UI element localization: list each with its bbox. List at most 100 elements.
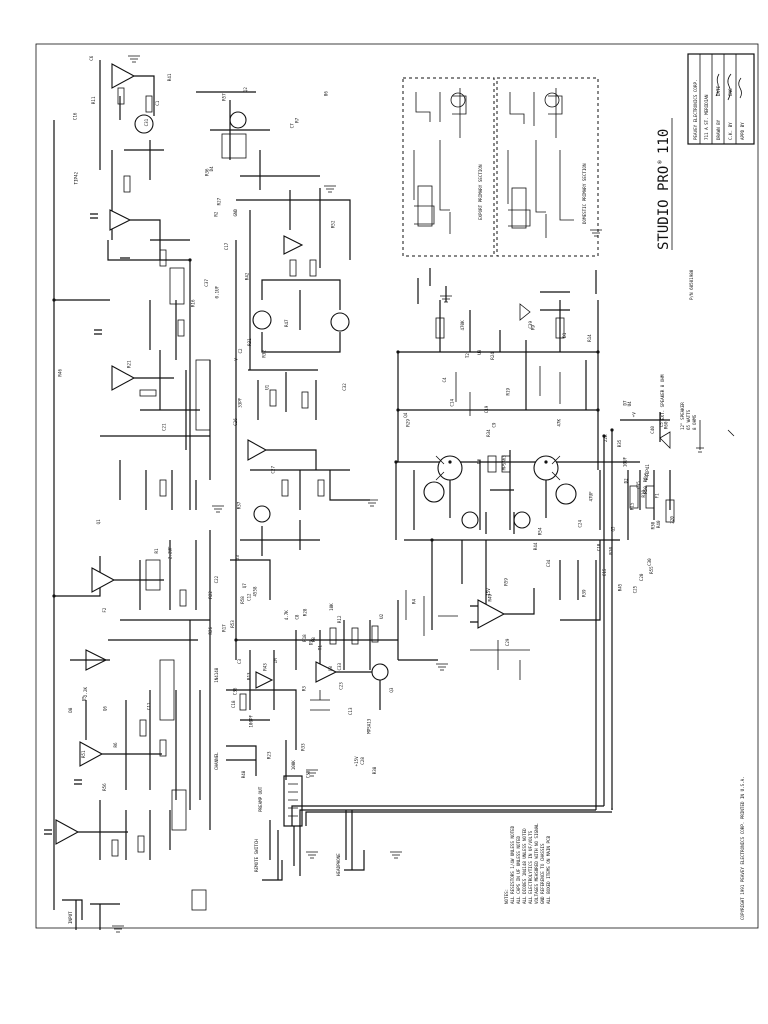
- component-label: -V: [234, 358, 239, 364]
- component-label: T2: [465, 353, 470, 359]
- component-label: R24: [490, 352, 495, 360]
- component-label: R6: [113, 742, 118, 748]
- component-label: C4: [442, 377, 447, 383]
- component-label: R15: [630, 502, 635, 510]
- title-address: 711 A ST. MERIDIAN: [704, 94, 709, 140]
- component-label: R12: [337, 615, 342, 623]
- component-label: Q5: [611, 526, 616, 532]
- component-label: C33: [337, 662, 342, 670]
- component-label: C5: [659, 422, 664, 428]
- component-label: R57: [221, 93, 226, 101]
- jack-ext-speaker-label: EXT. SPEAKER 8 OHM: [660, 374, 665, 420]
- component-label: C11: [146, 702, 151, 710]
- component-label: C35: [636, 481, 641, 489]
- note-7: ALL BOXED ITEMS ON MAIN PCB: [546, 835, 551, 904]
- junction-dots: [52, 258, 614, 642]
- component-label: MPSA63: [502, 455, 507, 471]
- component-label: R14: [587, 334, 592, 342]
- component-label: R23: [267, 751, 272, 759]
- component-label: GND: [233, 208, 238, 216]
- component-label: +V: [631, 412, 636, 418]
- component-label: C26: [233, 418, 238, 426]
- component-label: 100PF: [248, 715, 253, 728]
- component-label: R42: [245, 272, 250, 280]
- component-label: R40: [656, 520, 661, 528]
- component-label: R52: [330, 220, 335, 228]
- component-label: 220: [670, 516, 675, 524]
- component-label: 470K: [460, 320, 465, 331]
- note-0: NOTES:: [504, 889, 509, 904]
- component-label: R60: [664, 421, 669, 429]
- component-label: D8: [68, 707, 73, 713]
- component-label: R11: [91, 96, 96, 104]
- component-label: C30: [647, 558, 652, 566]
- component-label: 0.1UF: [215, 285, 220, 298]
- component-label: C40: [650, 426, 655, 434]
- component-label: R26: [208, 626, 213, 634]
- component-label: C22: [214, 575, 219, 583]
- product-registered: ®: [657, 160, 664, 164]
- component-label: +15V: [354, 756, 359, 767]
- component-label: 4.7K: [284, 610, 289, 621]
- component-label: C8: [295, 614, 300, 620]
- component-label: R4: [412, 598, 417, 604]
- component-label: U4: [627, 401, 632, 407]
- part-number: P/N 60501980: [689, 269, 694, 300]
- domestic-primary-box: DOMESTIC PRIMARY SECTION: [496, 77, 599, 257]
- component-label: C29: [505, 638, 510, 646]
- component-label: U3: [477, 349, 482, 355]
- note-6: GND REFERENCE TO CHASSIS: [540, 843, 545, 904]
- component-label: Q2: [243, 87, 248, 93]
- signature-mark: [715, 73, 742, 101]
- component-label: R44: [533, 542, 538, 550]
- power-supply: [395, 268, 640, 540]
- component-label: Q4: [403, 412, 408, 418]
- main-output-wires: [291, 805, 613, 826]
- component-label: D2: [624, 478, 629, 484]
- component-label: 10K: [329, 603, 334, 611]
- component-label: R32: [262, 350, 267, 358]
- component-label: R37: [237, 501, 242, 509]
- component-label: 2.2UF: [167, 546, 172, 559]
- component-label: R31: [247, 338, 252, 346]
- title-appd-by: APPD BY: [740, 122, 745, 140]
- speaker-impedance: 8 OHMS: [692, 414, 697, 430]
- component-label: R13: [247, 672, 252, 680]
- export-primary-box: EXPORT PRIMARY SECTION: [402, 77, 495, 257]
- component-label: C20: [639, 573, 644, 581]
- component-label: U1: [264, 384, 269, 390]
- component-label: TIP42: [73, 171, 78, 184]
- component-label: R55: [649, 566, 654, 574]
- component-label: C25: [633, 585, 638, 593]
- component-label: D5: [308, 640, 313, 646]
- component-label: C13: [348, 707, 353, 715]
- component-label: TIP41: [645, 464, 650, 477]
- jack-block: CHANNEL REMOTE SWITCH HEADPHONE PREAMP O…: [62, 374, 665, 930]
- component-label: R59: [503, 578, 508, 586]
- component-label: F2: [102, 607, 107, 613]
- component-label: R41: [167, 73, 172, 81]
- preamp-chain: [44, 60, 247, 910]
- title-company: PEAVEY ELECTRONICS CORP.: [693, 79, 698, 140]
- component-label: C37: [204, 279, 209, 287]
- component-label: C3: [237, 658, 242, 664]
- component-label: C18: [231, 700, 236, 708]
- component-label: R48: [241, 770, 246, 778]
- copyright: COPYRIGHT 1991 PEAVEY ELECTRONICS CORP. …: [740, 776, 745, 920]
- component-label: R38: [372, 766, 377, 774]
- component-label: R51: [81, 750, 86, 758]
- component-label: 2.2K: [83, 687, 88, 698]
- component-label: C19: [484, 405, 489, 413]
- component-label: R36: [205, 168, 210, 176]
- master-section: [226, 600, 438, 780]
- speaker-power: 65 WATTS: [686, 409, 691, 430]
- title-ck-by: C.K. BY: [728, 122, 733, 140]
- output-stage: [413, 450, 601, 534]
- component-label: C36: [233, 687, 238, 695]
- product-name: STUDIO PRO: [656, 166, 672, 250]
- component-label: C27: [271, 466, 276, 474]
- component-label: T1: [317, 645, 322, 651]
- component-label: C34: [546, 559, 551, 567]
- component-label: 10UF: [623, 457, 628, 468]
- component-label: D4: [209, 166, 214, 172]
